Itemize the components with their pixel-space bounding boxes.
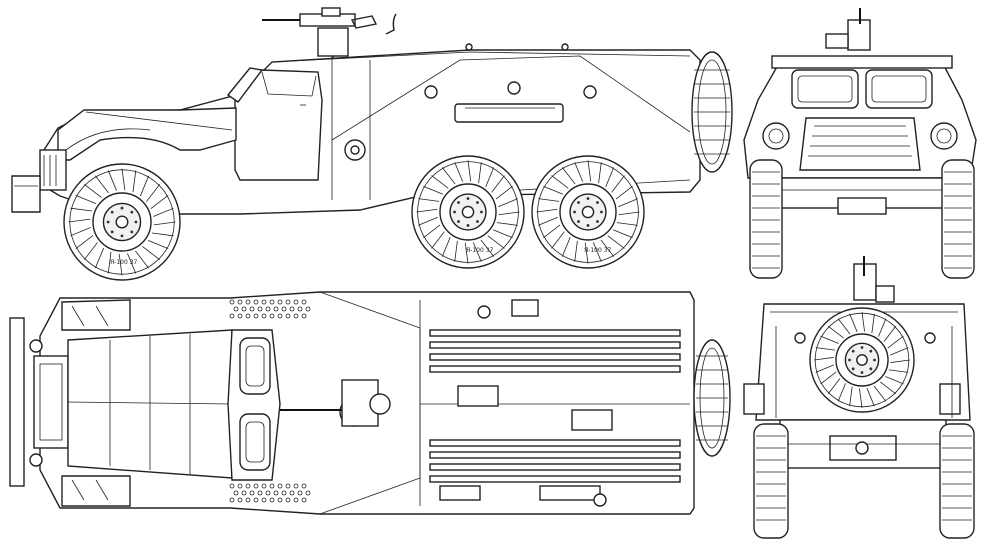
spare-wheel-face xyxy=(809,307,915,413)
side-wheels xyxy=(63,155,645,281)
spare-wheel-rear xyxy=(809,307,915,413)
machine-gun xyxy=(262,7,397,58)
wheel-rear xyxy=(531,155,645,269)
wheel-front xyxy=(63,163,181,281)
spare-wheel-top xyxy=(693,339,731,457)
side-view: Я-100 37 Я-100 37 Я-100 37 xyxy=(11,7,733,281)
front-view-tires xyxy=(749,159,975,279)
tire-marking-rear: Я-100 37 xyxy=(584,247,612,254)
spare-wheel-side xyxy=(691,51,733,173)
fender-vents xyxy=(229,299,311,503)
front-view xyxy=(743,8,977,279)
wheel-middle xyxy=(411,155,525,269)
top-view xyxy=(9,291,731,515)
rear-view-tires xyxy=(753,423,975,539)
rear-view xyxy=(743,256,975,539)
tire-marking-middle: Я-100 37 xyxy=(466,247,494,254)
tire-marking-front: Я-100 37 xyxy=(110,259,138,266)
troop-compartment xyxy=(420,329,690,483)
